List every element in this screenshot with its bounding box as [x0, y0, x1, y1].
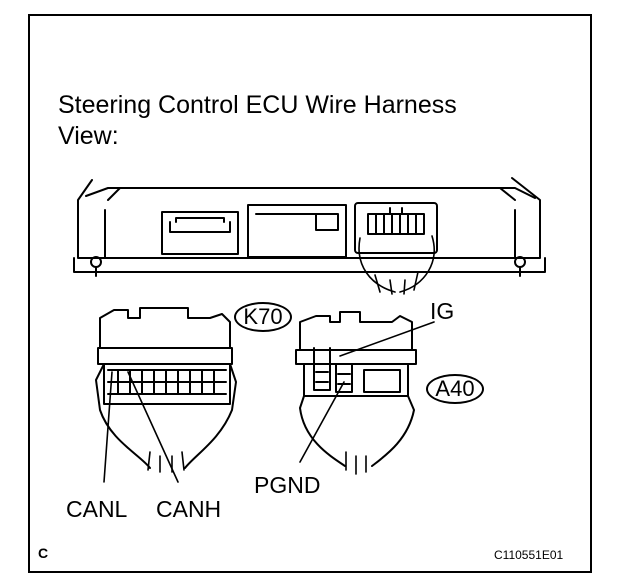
a40-connector-label: A40: [426, 374, 484, 404]
title-line-1: Steering Control ECU Wire Harness: [58, 91, 457, 119]
k70-connector-label: K70: [234, 302, 292, 332]
diagram-title: Steering Control ECU Wire Harness View:: [58, 90, 457, 152]
ecu-harness: [358, 235, 435, 295]
ig-pin-label: IG: [430, 298, 455, 324]
pgnd-pin-label: PGND: [254, 472, 321, 498]
ecu-receptacles: [161, 202, 438, 258]
corner-label: C: [38, 545, 49, 561]
leader-lines: [103, 321, 435, 483]
title-line-2: View:: [58, 122, 119, 150]
canh-pin-label: CANH: [156, 496, 222, 522]
k70-connector: [95, 307, 237, 473]
canl-pin-label: CANL: [66, 496, 128, 522]
diagram-frame: [28, 14, 592, 573]
figure-id: C110551E01: [494, 548, 564, 562]
ecu-housing: [73, 177, 546, 277]
a40-connector: [295, 311, 417, 475]
